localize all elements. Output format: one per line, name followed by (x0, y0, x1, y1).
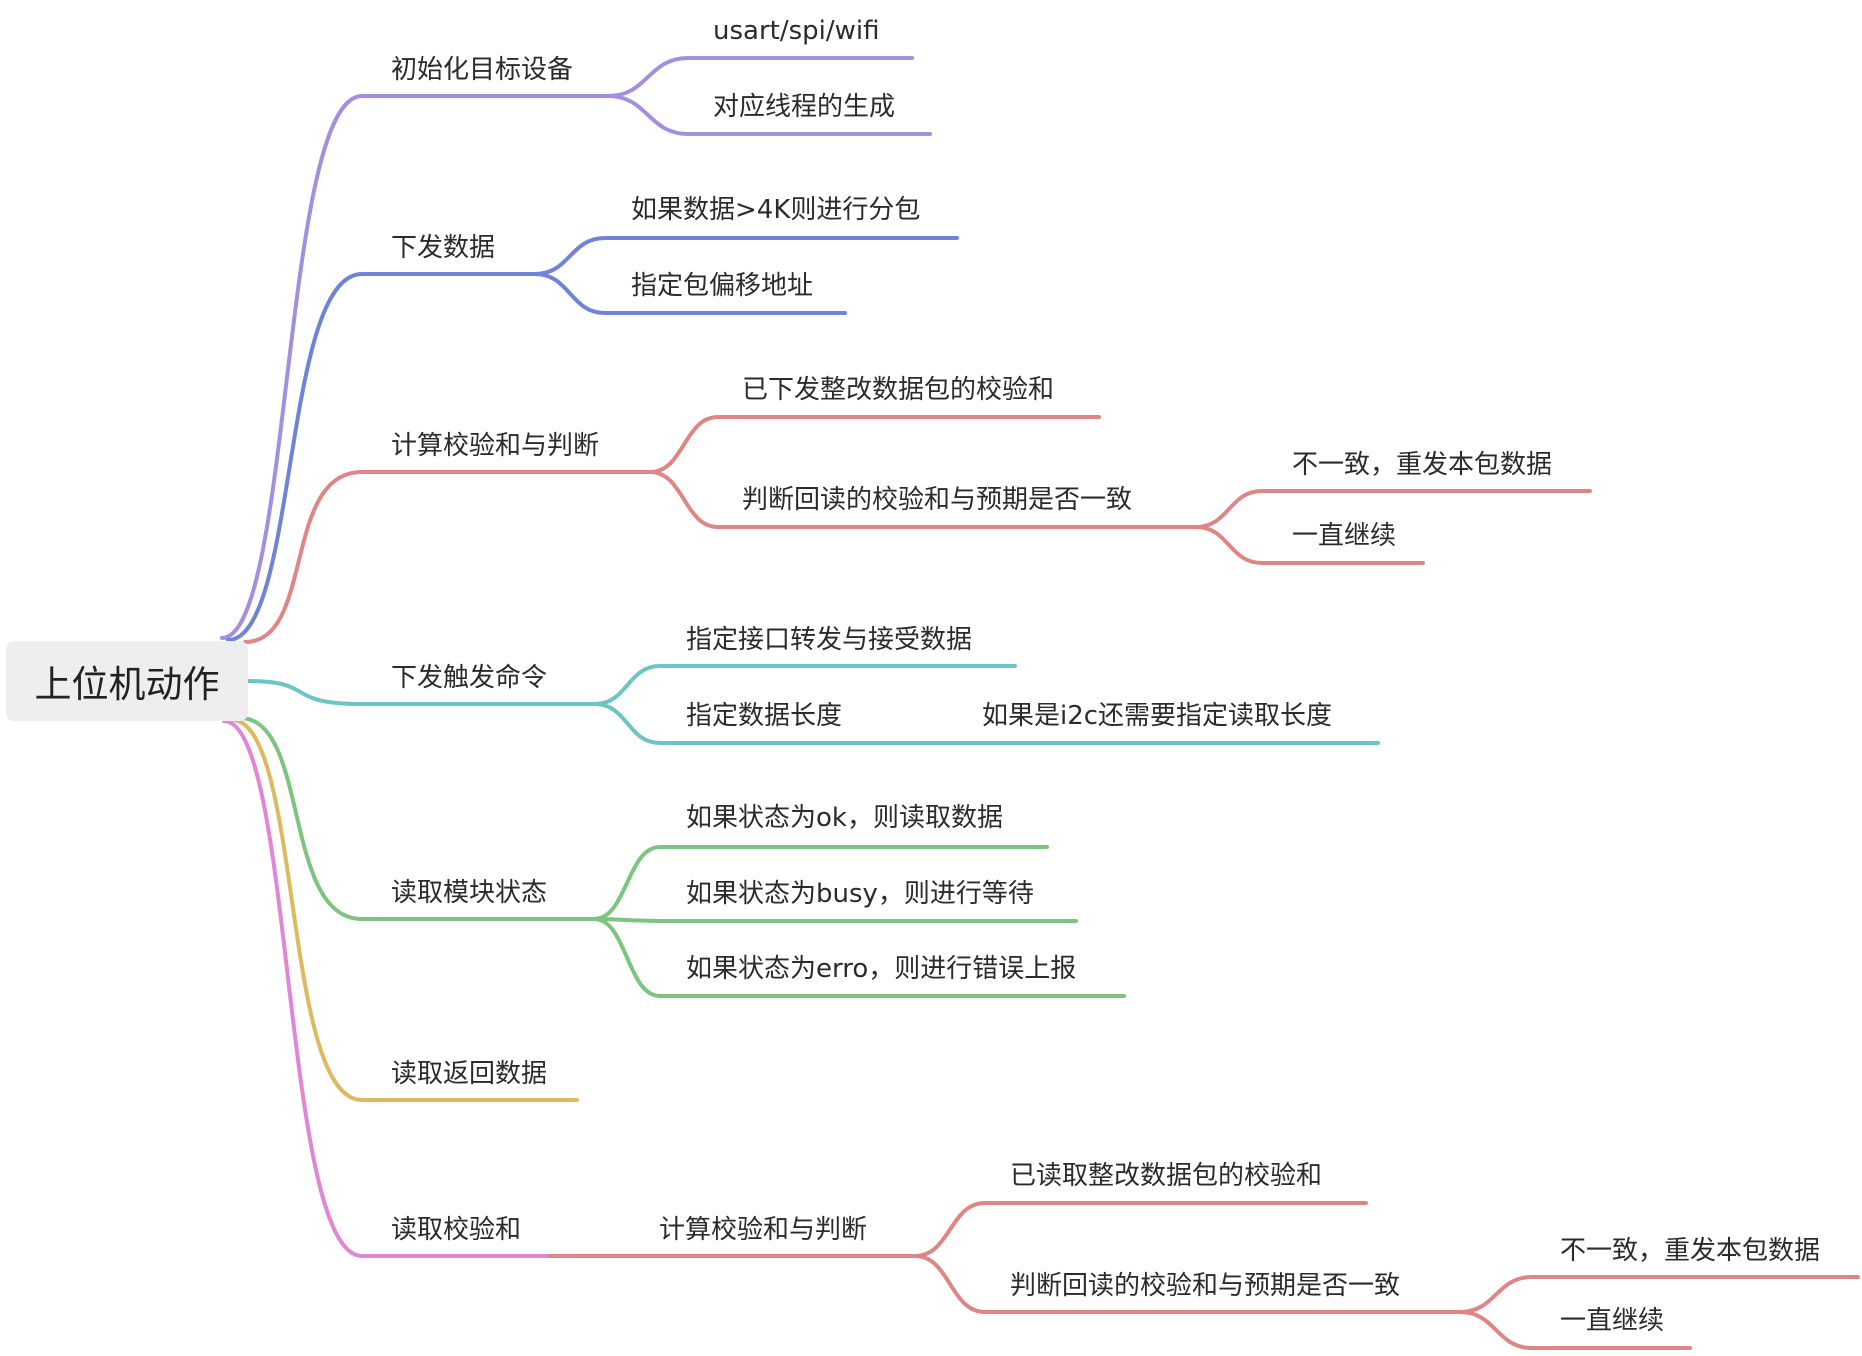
branch-read-status-label[interactable]: 读取模块状态 (391, 878, 548, 908)
root-node-label: 上位机动作 (34, 663, 220, 706)
node-usart-spi-wifi-label[interactable]: usart/spi/wifi (713, 16, 880, 46)
branch-init-device-label[interactable]: 初始化目标设备 (391, 55, 574, 85)
branch-send-data-label[interactable]: 下发数据 (391, 233, 496, 263)
branch-send-data-connector (226, 272, 537, 642)
node-resend-packet-2-label[interactable]: 不一致，重发本包数据 (1560, 1236, 1821, 1266)
root-node[interactable] (6, 641, 248, 721)
node-continue-connector (1194, 525, 1425, 565)
node-sent-checksum-label[interactable]: 已下发整改数据包的校验和 (742, 375, 1055, 405)
node-i2c-read-length-label[interactable]: 如果是i2c还需要指定读取长度 (982, 701, 1333, 731)
node-resend-packet-2-connector (1458, 1275, 1860, 1314)
node-packet-offset-connector (533, 272, 847, 315)
node-status-ok-connector (592, 845, 1049, 921)
branch-checksum-label[interactable]: 计算校验和与判断 (391, 431, 600, 461)
node-split-packets-label[interactable]: 如果数据>4K则进行分包 (631, 195, 921, 225)
node-sent-checksum-connector (648, 415, 1101, 474)
branch-trigger-command-label[interactable]: 下发触发命令 (391, 663, 548, 693)
node-continue-label[interactable]: 一直继续 (1292, 521, 1397, 551)
node-status-busy-label[interactable]: 如果状态为busy，则进行等待 (686, 879, 1034, 909)
node-data-length-label[interactable]: 指定数据长度 (686, 701, 843, 731)
node-compare-checksum-2-connector (913, 1254, 1462, 1314)
node-resend-packet-connector (1194, 489, 1592, 529)
branch-read-return-label[interactable]: 读取返回数据 (391, 1059, 548, 1089)
node-resend-packet-label[interactable]: 不一致，重发本包数据 (1292, 450, 1553, 480)
node-compare-checksum-label[interactable]: 判断回读的校验和与预期是否一致 (742, 485, 1133, 515)
node-forward-receive-connector (593, 664, 1017, 706)
node-compare-checksum-2-label[interactable]: 判断回读的校验和与预期是否一致 (1010, 1271, 1401, 1301)
node-thread-create-connector (606, 94, 932, 136)
branch-checksum-connector (243, 470, 652, 644)
node-read-checksum-connector (913, 1201, 1368, 1258)
branch-read-return-connector (230, 718, 579, 1102)
node-calc-checksum-label[interactable]: 计算校验和与判断 (659, 1215, 868, 1245)
branch-trigger-command-connector (246, 679, 597, 706)
node-usart-spi-wifi-connector (606, 56, 914, 98)
node-data-length-connector (593, 702, 1380, 745)
node-split-packets-connector (533, 236, 959, 276)
node-status-erro-connector (592, 917, 1126, 998)
node-status-erro-label[interactable]: 如果状态为erro，则进行错误上报 (686, 954, 1077, 984)
branch-init-device-connector (220, 94, 610, 640)
branch-read-checksum-connector (222, 719, 552, 1258)
node-packet-offset-label[interactable]: 指定包偏移地址 (631, 271, 814, 301)
branch-read-status-connector (238, 716, 596, 921)
node-continue-2-connector (1458, 1310, 1692, 1350)
node-status-ok-label[interactable]: 如果状态为ok，则读取数据 (686, 803, 1003, 833)
node-compare-checksum-connector (648, 470, 1198, 529)
node-thread-create-label[interactable]: 对应线程的生成 (713, 92, 896, 122)
node-read-checksum-label[interactable]: 已读取整改数据包的校验和 (1010, 1161, 1323, 1191)
branch-read-checksum-label[interactable]: 读取校验和 (391, 1215, 522, 1245)
node-forward-receive-label[interactable]: 指定接口转发与接受数据 (686, 625, 973, 655)
node-continue-2-label[interactable]: 一直继续 (1560, 1306, 1665, 1336)
node-status-busy-connector (592, 917, 1078, 923)
